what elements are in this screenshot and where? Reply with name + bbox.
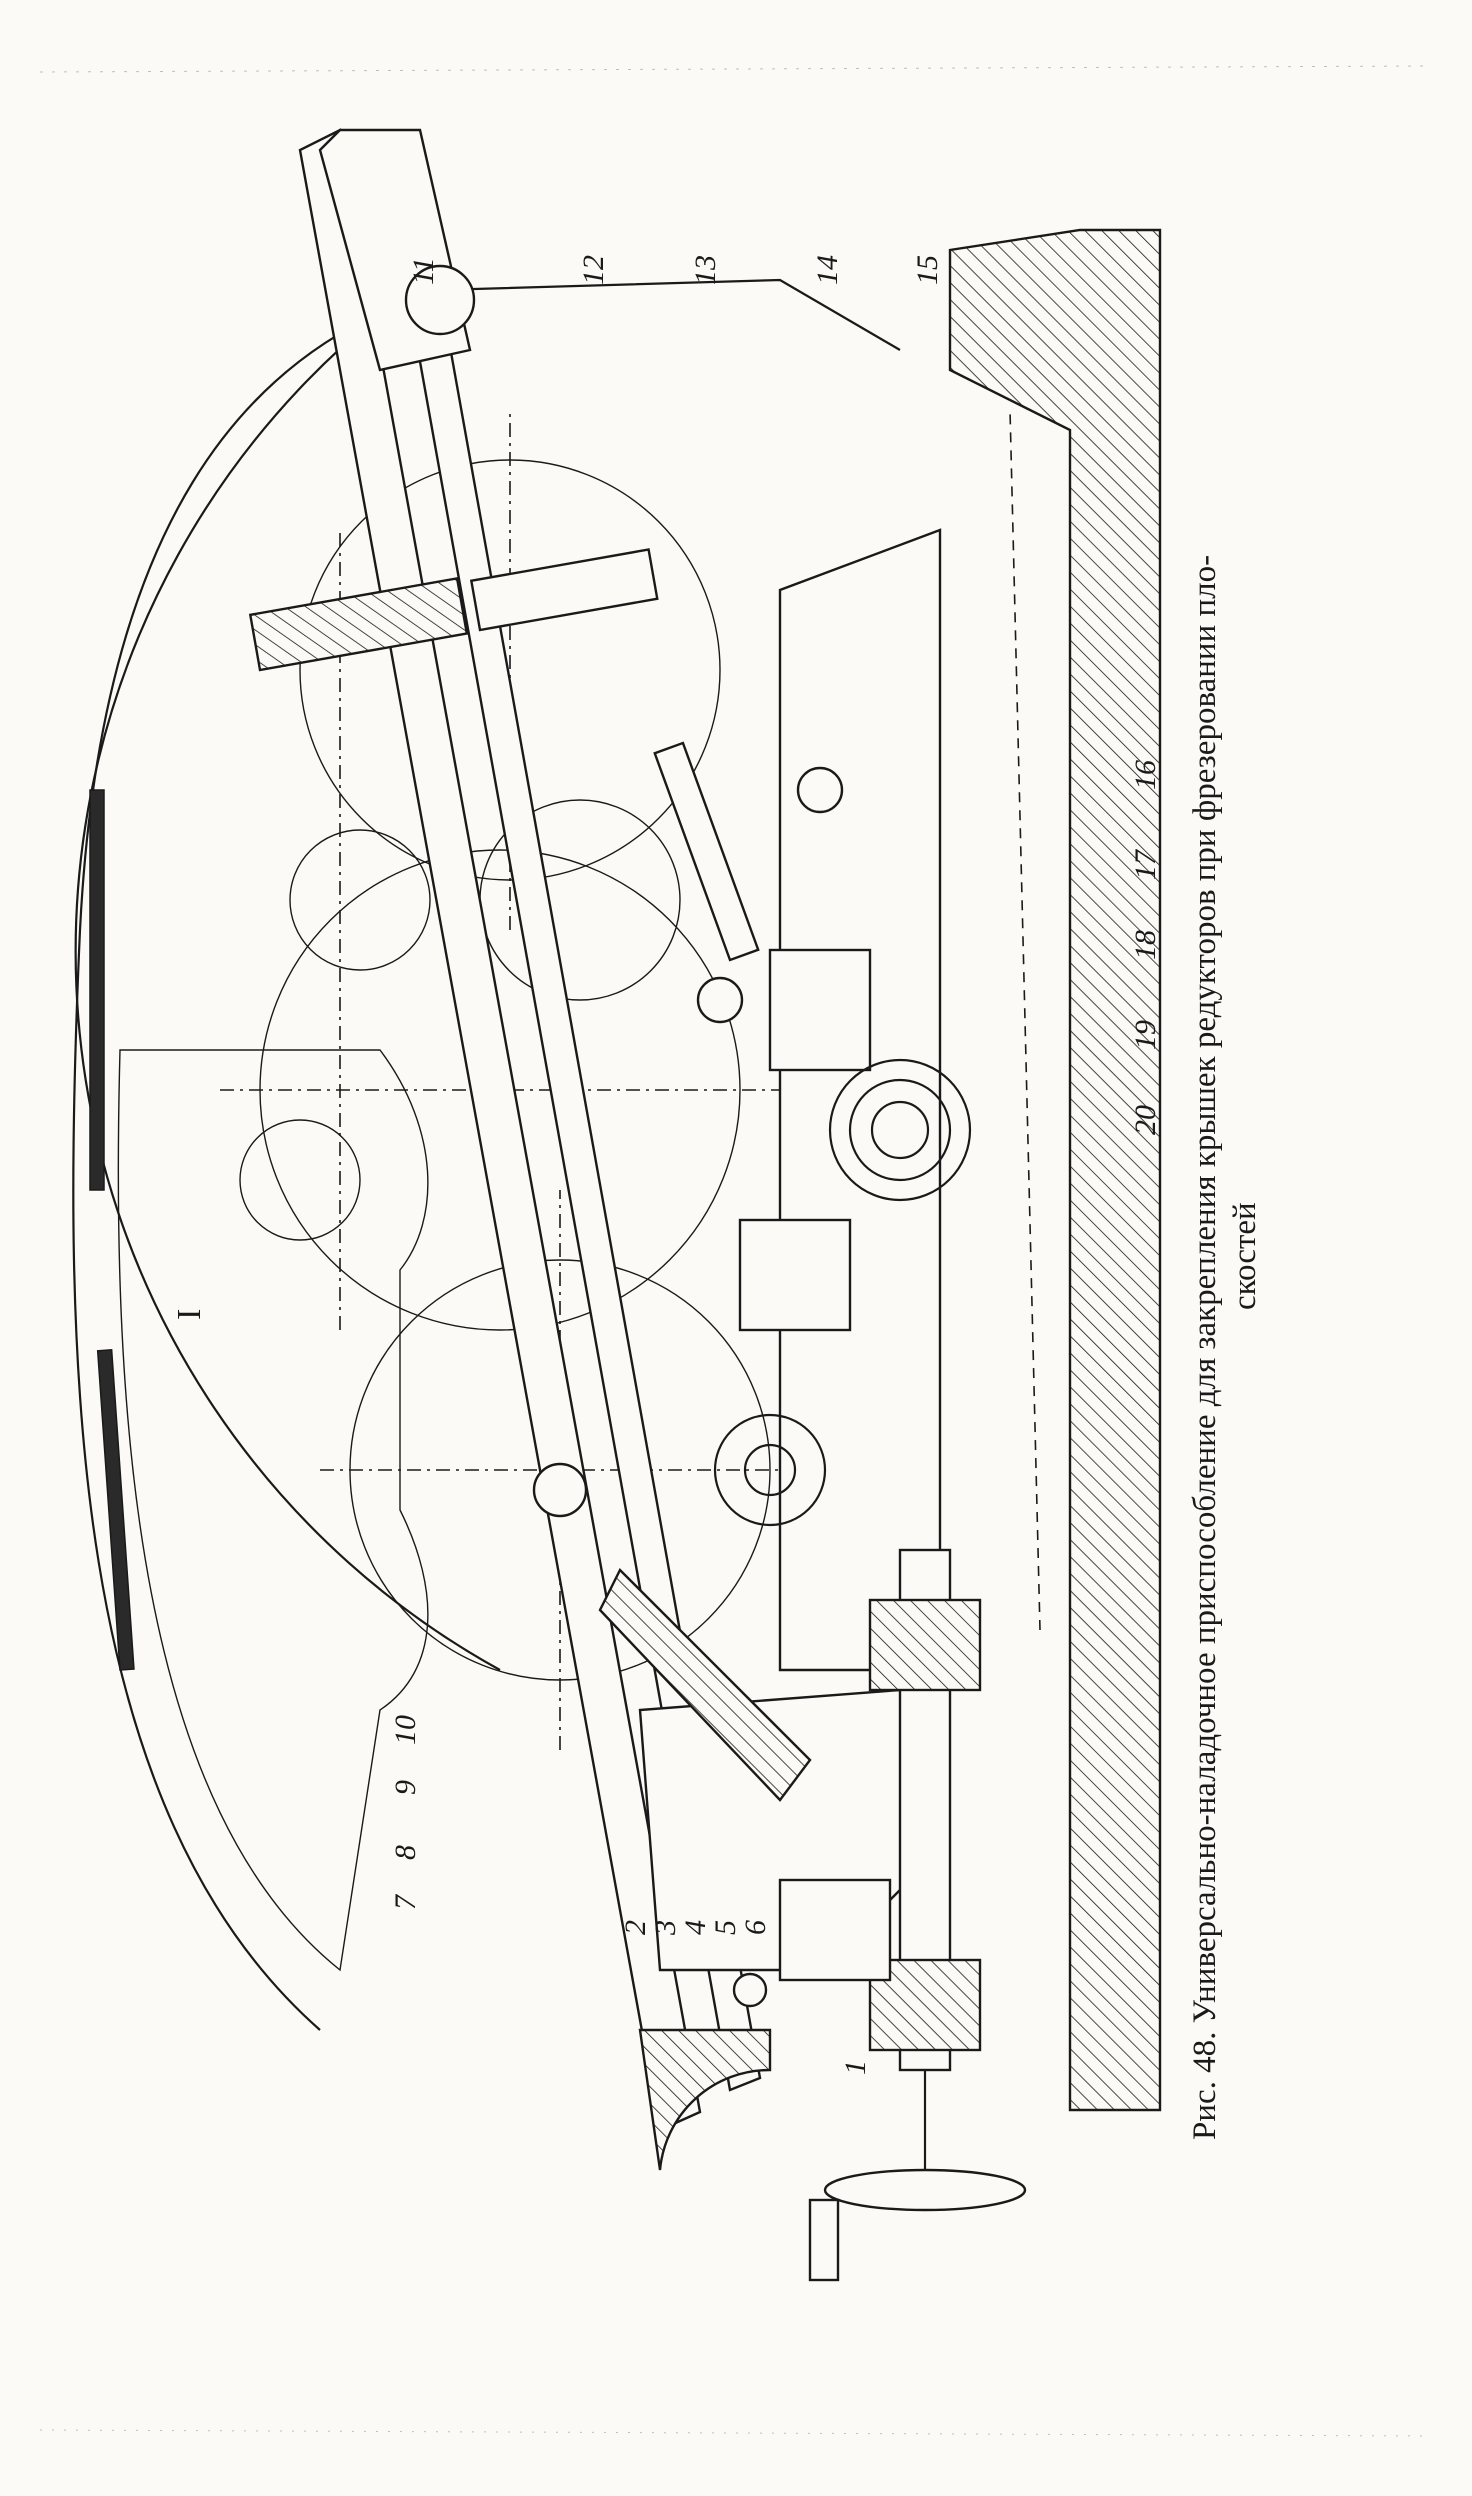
part-number-7: 7 bbox=[389, 1893, 422, 1910]
section-marker: I bbox=[171, 1309, 208, 1320]
part-number-12: 12 bbox=[577, 255, 610, 285]
left-lever-block bbox=[638, 2028, 772, 2171]
part-number-4: 4 bbox=[679, 1920, 712, 1935]
part-number-19: 19 bbox=[1129, 1020, 1162, 1050]
part-labels: 1 2 3 4 5 6 7 8 9 10 11 12 13 14 15 16 1… bbox=[171, 255, 1162, 2075]
cover-boss-1 bbox=[289, 829, 431, 971]
cam-plate-1 bbox=[738, 1218, 852, 1332]
pivot-16 bbox=[796, 766, 844, 814]
cover-boss-2 bbox=[239, 1119, 361, 1241]
part-number-18: 18 bbox=[1129, 930, 1162, 960]
bearing-20-mid bbox=[848, 1078, 952, 1182]
part-number-14: 14 bbox=[811, 255, 844, 285]
part-number-20: 20 bbox=[1129, 1105, 1162, 1135]
part-number-5: 5 bbox=[709, 1920, 742, 1935]
roller-6 bbox=[713, 1413, 827, 1527]
fixture-drawing bbox=[72, 128, 1162, 2282]
pivot-18 bbox=[696, 976, 744, 1024]
handwheel bbox=[823, 2168, 1027, 2212]
part-number-10: 10 bbox=[389, 1715, 422, 1745]
part-number-8: 8 bbox=[389, 1845, 422, 1860]
part-number-17: 17 bbox=[1129, 848, 1162, 880]
rod-17 bbox=[653, 741, 760, 962]
pin-mid bbox=[532, 1462, 588, 1518]
housing-inner-outline bbox=[117, 1049, 429, 1972]
roller-6-inner bbox=[743, 1443, 797, 1497]
part-number-11: 11 bbox=[407, 257, 440, 285]
pivot-14 bbox=[404, 264, 476, 336]
part-number-13: 13 bbox=[689, 255, 722, 285]
figure-caption: Рис. 48. Универсально-наладочное приспос… bbox=[1187, 555, 1263, 2140]
nut-block-left bbox=[868, 1958, 982, 2052]
part-number-6: 6 bbox=[739, 1920, 772, 1935]
caption-line-2: скостей bbox=[1227, 1202, 1263, 1310]
handwheel-handle bbox=[808, 2198, 840, 2282]
bearing-20-outer bbox=[828, 1058, 972, 1202]
plate-dark-1 bbox=[96, 1349, 135, 1671]
housing-arc-large bbox=[74, 269, 501, 1671]
part-number-2: 2 bbox=[619, 1920, 652, 1935]
base-hidden-line bbox=[1009, 409, 1041, 1631]
base-plate bbox=[948, 228, 1162, 2112]
pivot-left bbox=[732, 1972, 768, 2008]
caption-line-1: Рис. 48. Универсально-наладочное приспос… bbox=[1187, 555, 1223, 2140]
housing-outline bbox=[72, 278, 901, 2031]
nut-block-right bbox=[868, 1598, 982, 1692]
clamping-bar bbox=[298, 128, 702, 2132]
plate-dark-2 bbox=[89, 789, 105, 1191]
hatched-link bbox=[598, 1567, 812, 1802]
spring-screw bbox=[248, 576, 469, 672]
cam-plate-2 bbox=[778, 1878, 892, 1982]
part-number-16: 16 bbox=[1129, 760, 1162, 790]
bearing-20-inner bbox=[870, 1100, 930, 1160]
part-number-15: 15 bbox=[911, 255, 944, 285]
cylinder-body bbox=[768, 948, 872, 1072]
link-13 bbox=[469, 548, 659, 632]
part-number-9: 9 bbox=[389, 1780, 422, 1795]
part-number-3: 3 bbox=[649, 1920, 682, 1936]
part-number-1: 1 bbox=[839, 2060, 872, 2075]
